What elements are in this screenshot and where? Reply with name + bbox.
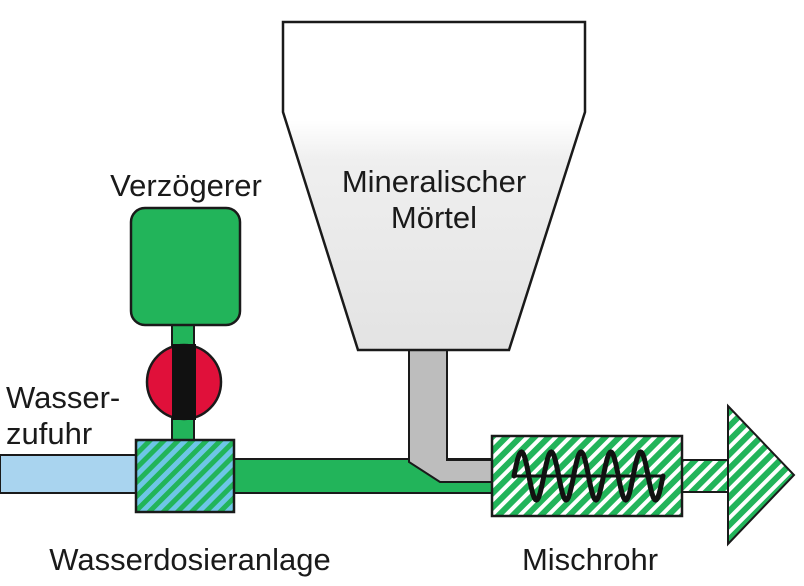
water-dosing-unit bbox=[134, 438, 236, 514]
water-supply-pipe bbox=[0, 454, 141, 494]
mixer-screw-icon bbox=[511, 449, 666, 503]
mortar-hopper-icon bbox=[281, 20, 587, 352]
water-dosing-label: Wasserdosieranlage bbox=[49, 542, 330, 577]
mortar-label-line2: Mörtel bbox=[391, 200, 477, 235]
retarder-tank-icon bbox=[129, 206, 242, 327]
water-supply-label-line2: zufuhr bbox=[6, 416, 92, 451]
retarder-label: Verzögerer bbox=[110, 168, 262, 203]
mortar-label-line1: Mineralischer bbox=[342, 164, 526, 199]
pump-icon bbox=[145, 343, 223, 421]
mixer-label: Mischrohr bbox=[522, 542, 658, 577]
mortar-chute bbox=[408, 349, 497, 483]
water-supply-label-line1: Wasser- bbox=[6, 380, 120, 415]
output-pipe bbox=[679, 459, 731, 493]
output-arrow-icon bbox=[727, 403, 796, 547]
